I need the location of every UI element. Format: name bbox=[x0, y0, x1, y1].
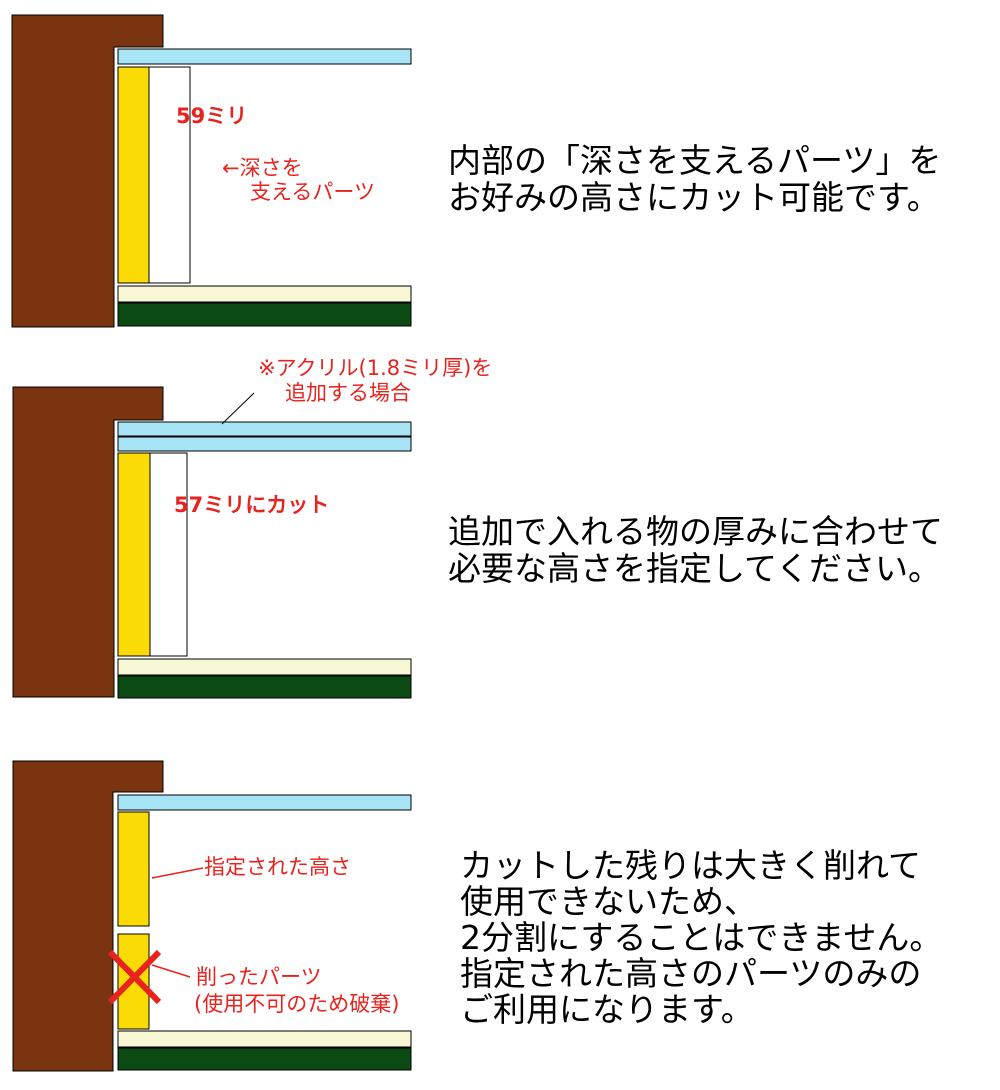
panel-3-diagram: 指定された高さ 削ったパーツ (使用不可のため破棄) bbox=[12, 760, 412, 1072]
specified-part bbox=[117, 811, 150, 927]
description-3-line: 2分割にすることはできません。 bbox=[460, 918, 943, 957]
acrylic-2 bbox=[117, 436, 412, 452]
backboard-1 bbox=[117, 302, 412, 327]
description-3-line: カットした残りは大きく削れて bbox=[460, 846, 922, 885]
mat-1 bbox=[117, 285, 412, 303]
mat-2 bbox=[117, 658, 412, 676]
label-discarded-line1: 削ったパーツ bbox=[196, 965, 322, 989]
description-1: 内部の「深さを支えるパーツ」を お好みの高さにカット可能です。 bbox=[448, 142, 941, 216]
discard-x-icon bbox=[107, 949, 162, 1005]
depth-part-2 bbox=[117, 452, 151, 657]
backboard-3 bbox=[117, 1047, 412, 1071]
description-2-line: 必要な高さを指定してください。 bbox=[448, 549, 942, 588]
description-1-line: お好みの高さにカット可能です。 bbox=[448, 178, 940, 217]
description-3-line: 指定された高さのパーツのみの bbox=[460, 954, 922, 993]
mat-3 bbox=[117, 1030, 412, 1048]
depth-part-white-1 bbox=[148, 66, 191, 284]
description-3-line: 使用できないため、 bbox=[460, 882, 757, 921]
acrylic-added-2 bbox=[117, 421, 412, 437]
specified-pointer-line bbox=[151, 867, 204, 879]
label-discarded-line2: (使用不可のため破棄) bbox=[194, 992, 399, 1016]
acrylic-1 bbox=[117, 48, 412, 65]
acrylic-pointer-line bbox=[221, 392, 255, 425]
description-3-line: ご利用になります。 bbox=[460, 990, 754, 1029]
label-acrylic-line2: 追加する場合 bbox=[285, 381, 411, 405]
depth-part-1 bbox=[117, 66, 150, 284]
description-2-line: 追加で入れる物の厚みに合わせて bbox=[448, 512, 943, 551]
panel-1-diagram: 59ミリ ←深さを 支えるパーツ bbox=[11, 14, 412, 328]
label-support-part-line2: 支えるパーツ bbox=[250, 180, 375, 204]
acrylic-3 bbox=[117, 794, 412, 811]
description-1-line: 内部の「深さを支えるパーツ」を bbox=[448, 141, 942, 180]
depth-part-white-2 bbox=[149, 452, 188, 657]
label-57mm-cut: 57ミリにカット bbox=[174, 493, 329, 517]
discarded-pointer-line bbox=[151, 964, 191, 978]
panel-2-diagram: ※アクリル(1.8ミリ厚)を 追加する場合 57ミリにカット bbox=[12, 356, 492, 699]
label-specified-height: 指定された高さ bbox=[204, 855, 351, 879]
description-3: カットした残りは大きく削れて 使用できないため、 2分割にすることはできません。… bbox=[460, 848, 942, 1028]
label-acrylic-line1: ※アクリル(1.8ミリ厚)を bbox=[258, 356, 492, 380]
frame-1 bbox=[11, 14, 164, 328]
frame-2 bbox=[12, 386, 164, 698]
description-2: 追加で入れる物の厚みに合わせて 必要な高さを指定してください。 bbox=[448, 513, 943, 587]
backboard-2 bbox=[117, 675, 412, 699]
frame-3 bbox=[12, 760, 164, 1072]
label-59mm: 59ミリ bbox=[176, 104, 247, 128]
label-support-part-line1: ←深さを bbox=[222, 156, 303, 180]
